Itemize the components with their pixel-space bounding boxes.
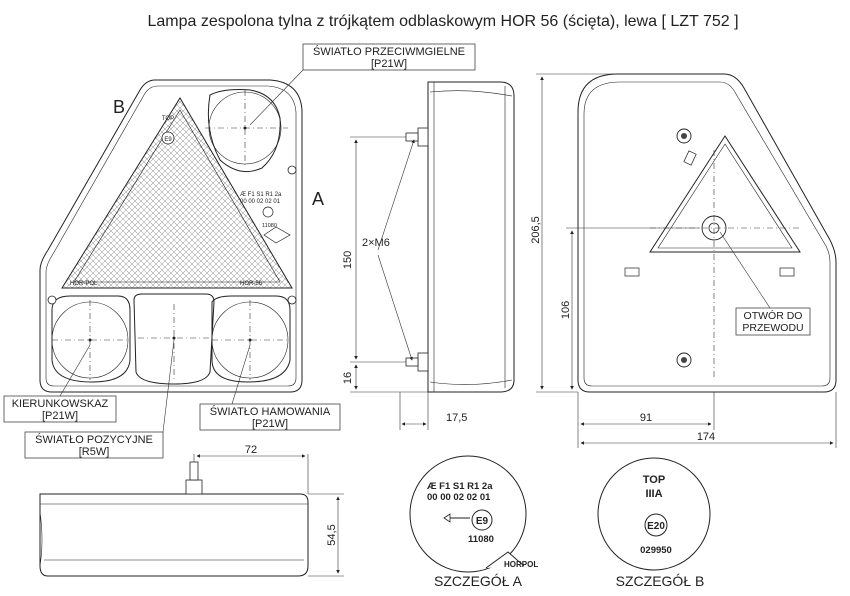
codes-bottom-front: 00 00 02 02 01 bbox=[240, 199, 281, 205]
front-view: HOR-POL HOR-56 E9 TOP Æ F1 S1 R1 2a 00 0… bbox=[39, 79, 303, 393]
turn-name: KIERUNKOWSKAZ bbox=[12, 398, 109, 410]
back-view bbox=[536, 73, 837, 448]
detail-a-codes-top: Æ F1 S1 R1 2a bbox=[427, 481, 493, 492]
detail-b-approval: 029950 bbox=[640, 545, 672, 556]
brake-bulb: [P21W] bbox=[252, 418, 288, 430]
approval-front: 11080 bbox=[262, 223, 277, 229]
dim-17-5: 17,5 bbox=[446, 412, 467, 424]
side-view bbox=[350, 81, 515, 430]
turn-bulb: [P21W] bbox=[42, 410, 78, 422]
detail-b-top: TOP bbox=[643, 474, 665, 486]
detail-b-caption: SZCZEGÓŁ B bbox=[616, 573, 705, 589]
label-brake-light: ŚWIATŁO HAMOWANIA [P21W] bbox=[199, 344, 341, 431]
fog-light-bulb: [P21W] bbox=[371, 58, 407, 70]
dim-72: 72 bbox=[245, 444, 257, 456]
label-turn-indicator: KIERUNKOWSKAZ [P21W] bbox=[3, 344, 117, 423]
hor-left-mark: HOR-POL bbox=[70, 281, 98, 287]
label-fog-light: ŚWIATŁO PRZECIWMGIELNE [P21W] bbox=[249, 43, 476, 126]
dim-54-5: 54,5 bbox=[326, 524, 338, 545]
position-bulb: [R5W] bbox=[79, 446, 110, 458]
brake-name: ŚWIATŁO HAMOWANIA bbox=[210, 405, 331, 418]
detail-a-e-mark: E9 bbox=[476, 516, 489, 527]
bottom-view bbox=[39, 454, 344, 577]
position-name: ŚWIATŁO POZYCYJNE bbox=[35, 433, 153, 446]
marker-a: A bbox=[312, 189, 324, 209]
dim-2xm6: 2×M6 bbox=[362, 237, 390, 249]
hole-line2: PRZEWODU bbox=[742, 322, 803, 334]
detail-a: Æ F1 S1 R1 2a 00 00 02 02 01 E9 11080 HO… bbox=[409, 455, 538, 573]
detail-a-codes-bottom: 00 00 02 02 01 bbox=[427, 492, 491, 503]
detail-a-brand: HORPOL bbox=[504, 560, 538, 569]
top-mark-front: TOP bbox=[162, 116, 174, 122]
hole-line1: OTWÓR DO bbox=[744, 309, 803, 322]
fog-light-name: ŚWIATŁO PRZECIWMGIELNE bbox=[313, 45, 465, 58]
hor-right-mark: HOR-56 bbox=[240, 281, 263, 287]
detail-b-e20: E20 bbox=[647, 521, 665, 532]
dim-106: 106 bbox=[560, 301, 572, 319]
label-position-light: ŚWIATŁO POZYCYJNE [R5W] bbox=[24, 339, 175, 459]
detail-b-class: IIIA bbox=[645, 488, 662, 500]
detail-a-approval: 11080 bbox=[468, 534, 494, 545]
marker-b: B bbox=[113, 97, 125, 117]
reflector-triangle bbox=[61, 97, 293, 289]
dim-16: 16 bbox=[342, 372, 354, 384]
dim-206-5: 206,5 bbox=[530, 216, 542, 244]
e-mark-front: E9 bbox=[164, 137, 172, 143]
codes-top-front: Æ F1 S1 R1 2a bbox=[240, 192, 282, 198]
dim-150: 150 bbox=[342, 251, 354, 269]
page-title: Lampa zespolona tylna z trójkątem odblas… bbox=[147, 13, 738, 30]
dim-91: 91 bbox=[640, 412, 652, 424]
dim-174: 174 bbox=[697, 431, 715, 443]
label-cable-hole: OTWÓR DO PRZEWODU bbox=[735, 307, 811, 336]
detail-a-caption: SZCZEGÓŁ A bbox=[434, 573, 523, 589]
detail-b: TOP IIIA E20 029950 bbox=[597, 457, 711, 571]
